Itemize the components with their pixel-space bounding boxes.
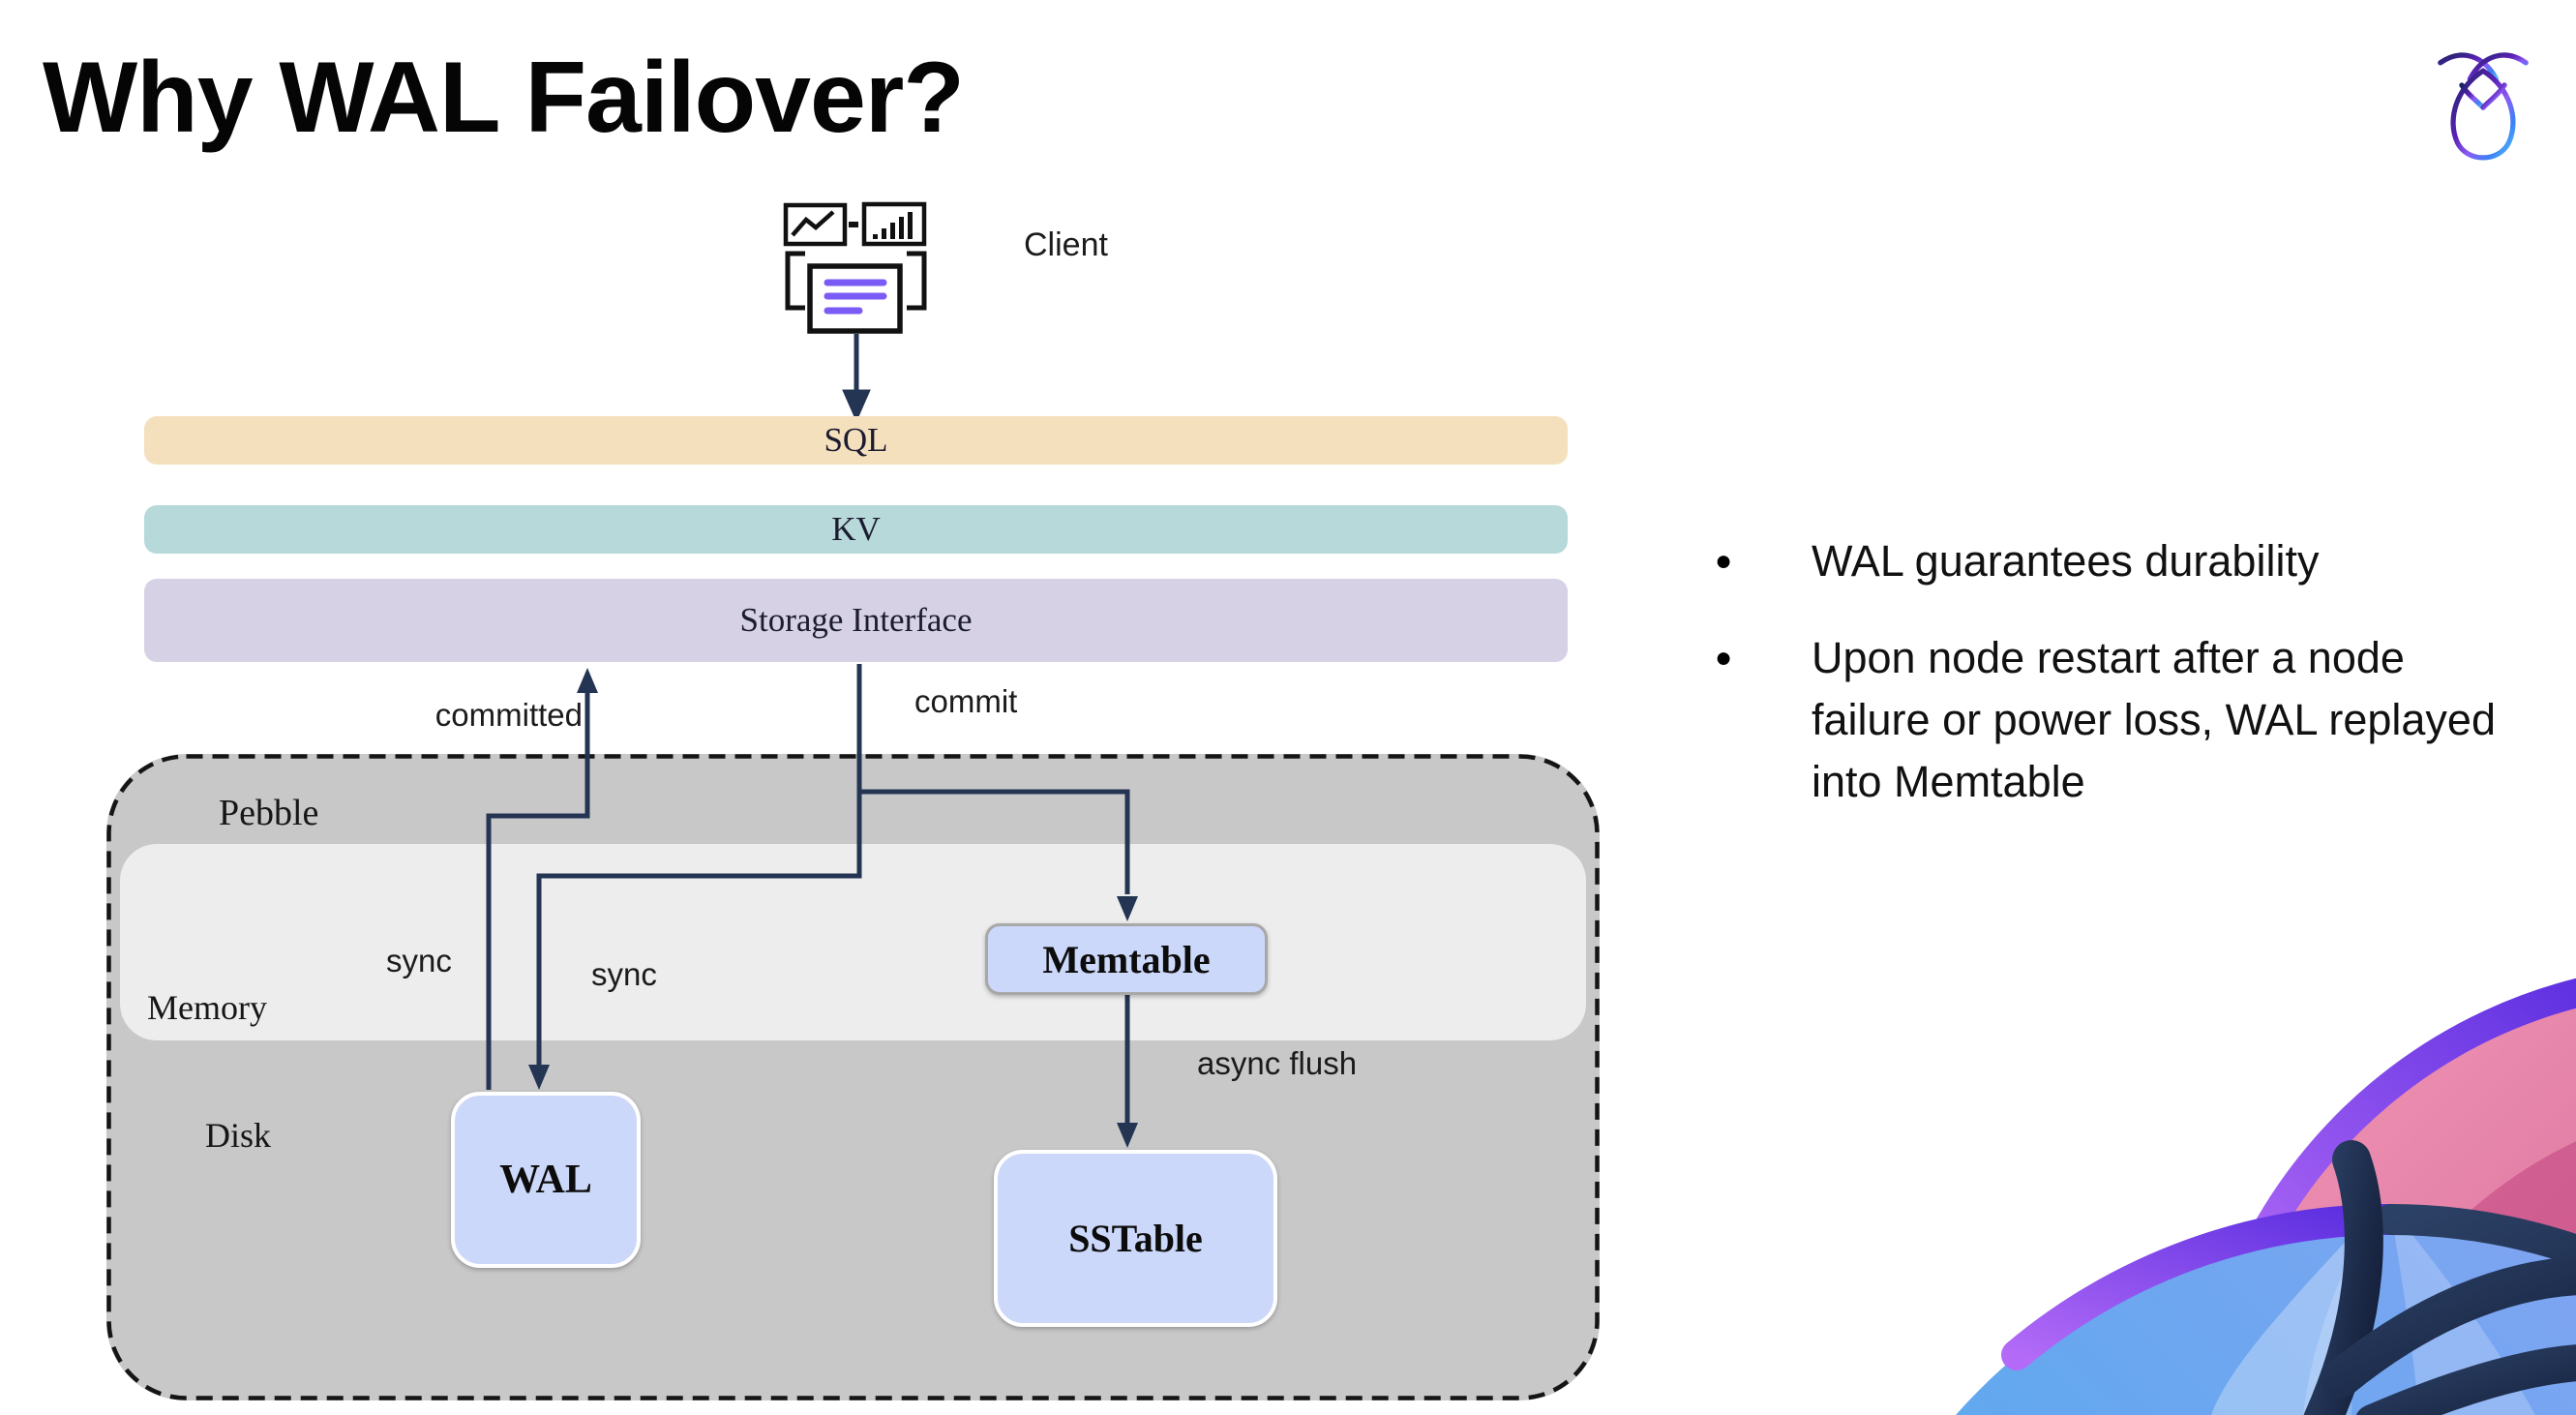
page-title: Why WAL Failover? [43, 42, 965, 154]
sstable-box: SSTable [994, 1150, 1277, 1327]
sql-layer-label: SQL [824, 421, 888, 459]
client-label: Client [1024, 226, 1108, 263]
client-arrow [842, 334, 871, 421]
bullet-item: ● Upon node restart after a node failure… [1715, 627, 2566, 813]
sync-left-edge-label: sync [386, 943, 452, 978]
kv-layer-label: KV [831, 510, 881, 548]
committed-edge-label: committed [434, 697, 583, 733]
wal-box-label: WAL [499, 1158, 592, 1202]
storage-interface-layer-label: Storage Interface [739, 601, 973, 639]
bullet-list: ● WAL guarantees durability ● Upon node … [1715, 530, 2566, 848]
disk-label: Disk [205, 1116, 272, 1155]
brand-art [1956, 978, 2576, 1415]
kv-layer-bar: KV [144, 505, 1568, 554]
sstable-box-label: SSTable [1068, 1217, 1203, 1260]
bar-chart-glyph [873, 212, 913, 239]
wal-box: WAL [451, 1092, 641, 1268]
async-flush-edge-label: async flush [1197, 1045, 1358, 1081]
bullet-text: WAL guarantees durability [1812, 536, 2320, 586]
memtable-box-label: Memtable [1042, 937, 1211, 981]
client-icon [783, 201, 927, 421]
bullet-text: Upon node restart after a node failure o… [1812, 633, 2496, 806]
sync-right-edge-label: sync [591, 956, 657, 992]
sql-layer-bar: SQL [144, 416, 1568, 465]
storage-interface-layer-bar: Storage Interface [144, 579, 1568, 662]
commit-edge-label: commit [914, 683, 1018, 719]
bullet-dot: ● [1715, 545, 1733, 577]
bullet-dot: ● [1715, 642, 1733, 674]
bullet-item: ● WAL guarantees durability [1715, 530, 2566, 592]
document-lines [824, 279, 887, 315]
memory-label: Memory [147, 988, 267, 1027]
cockroachdb-logo-icon [2438, 52, 2529, 161]
memtable-box: Memtable [985, 923, 1268, 995]
memory-region [120, 844, 1586, 1040]
pebble-label: Pebble [219, 793, 319, 833]
